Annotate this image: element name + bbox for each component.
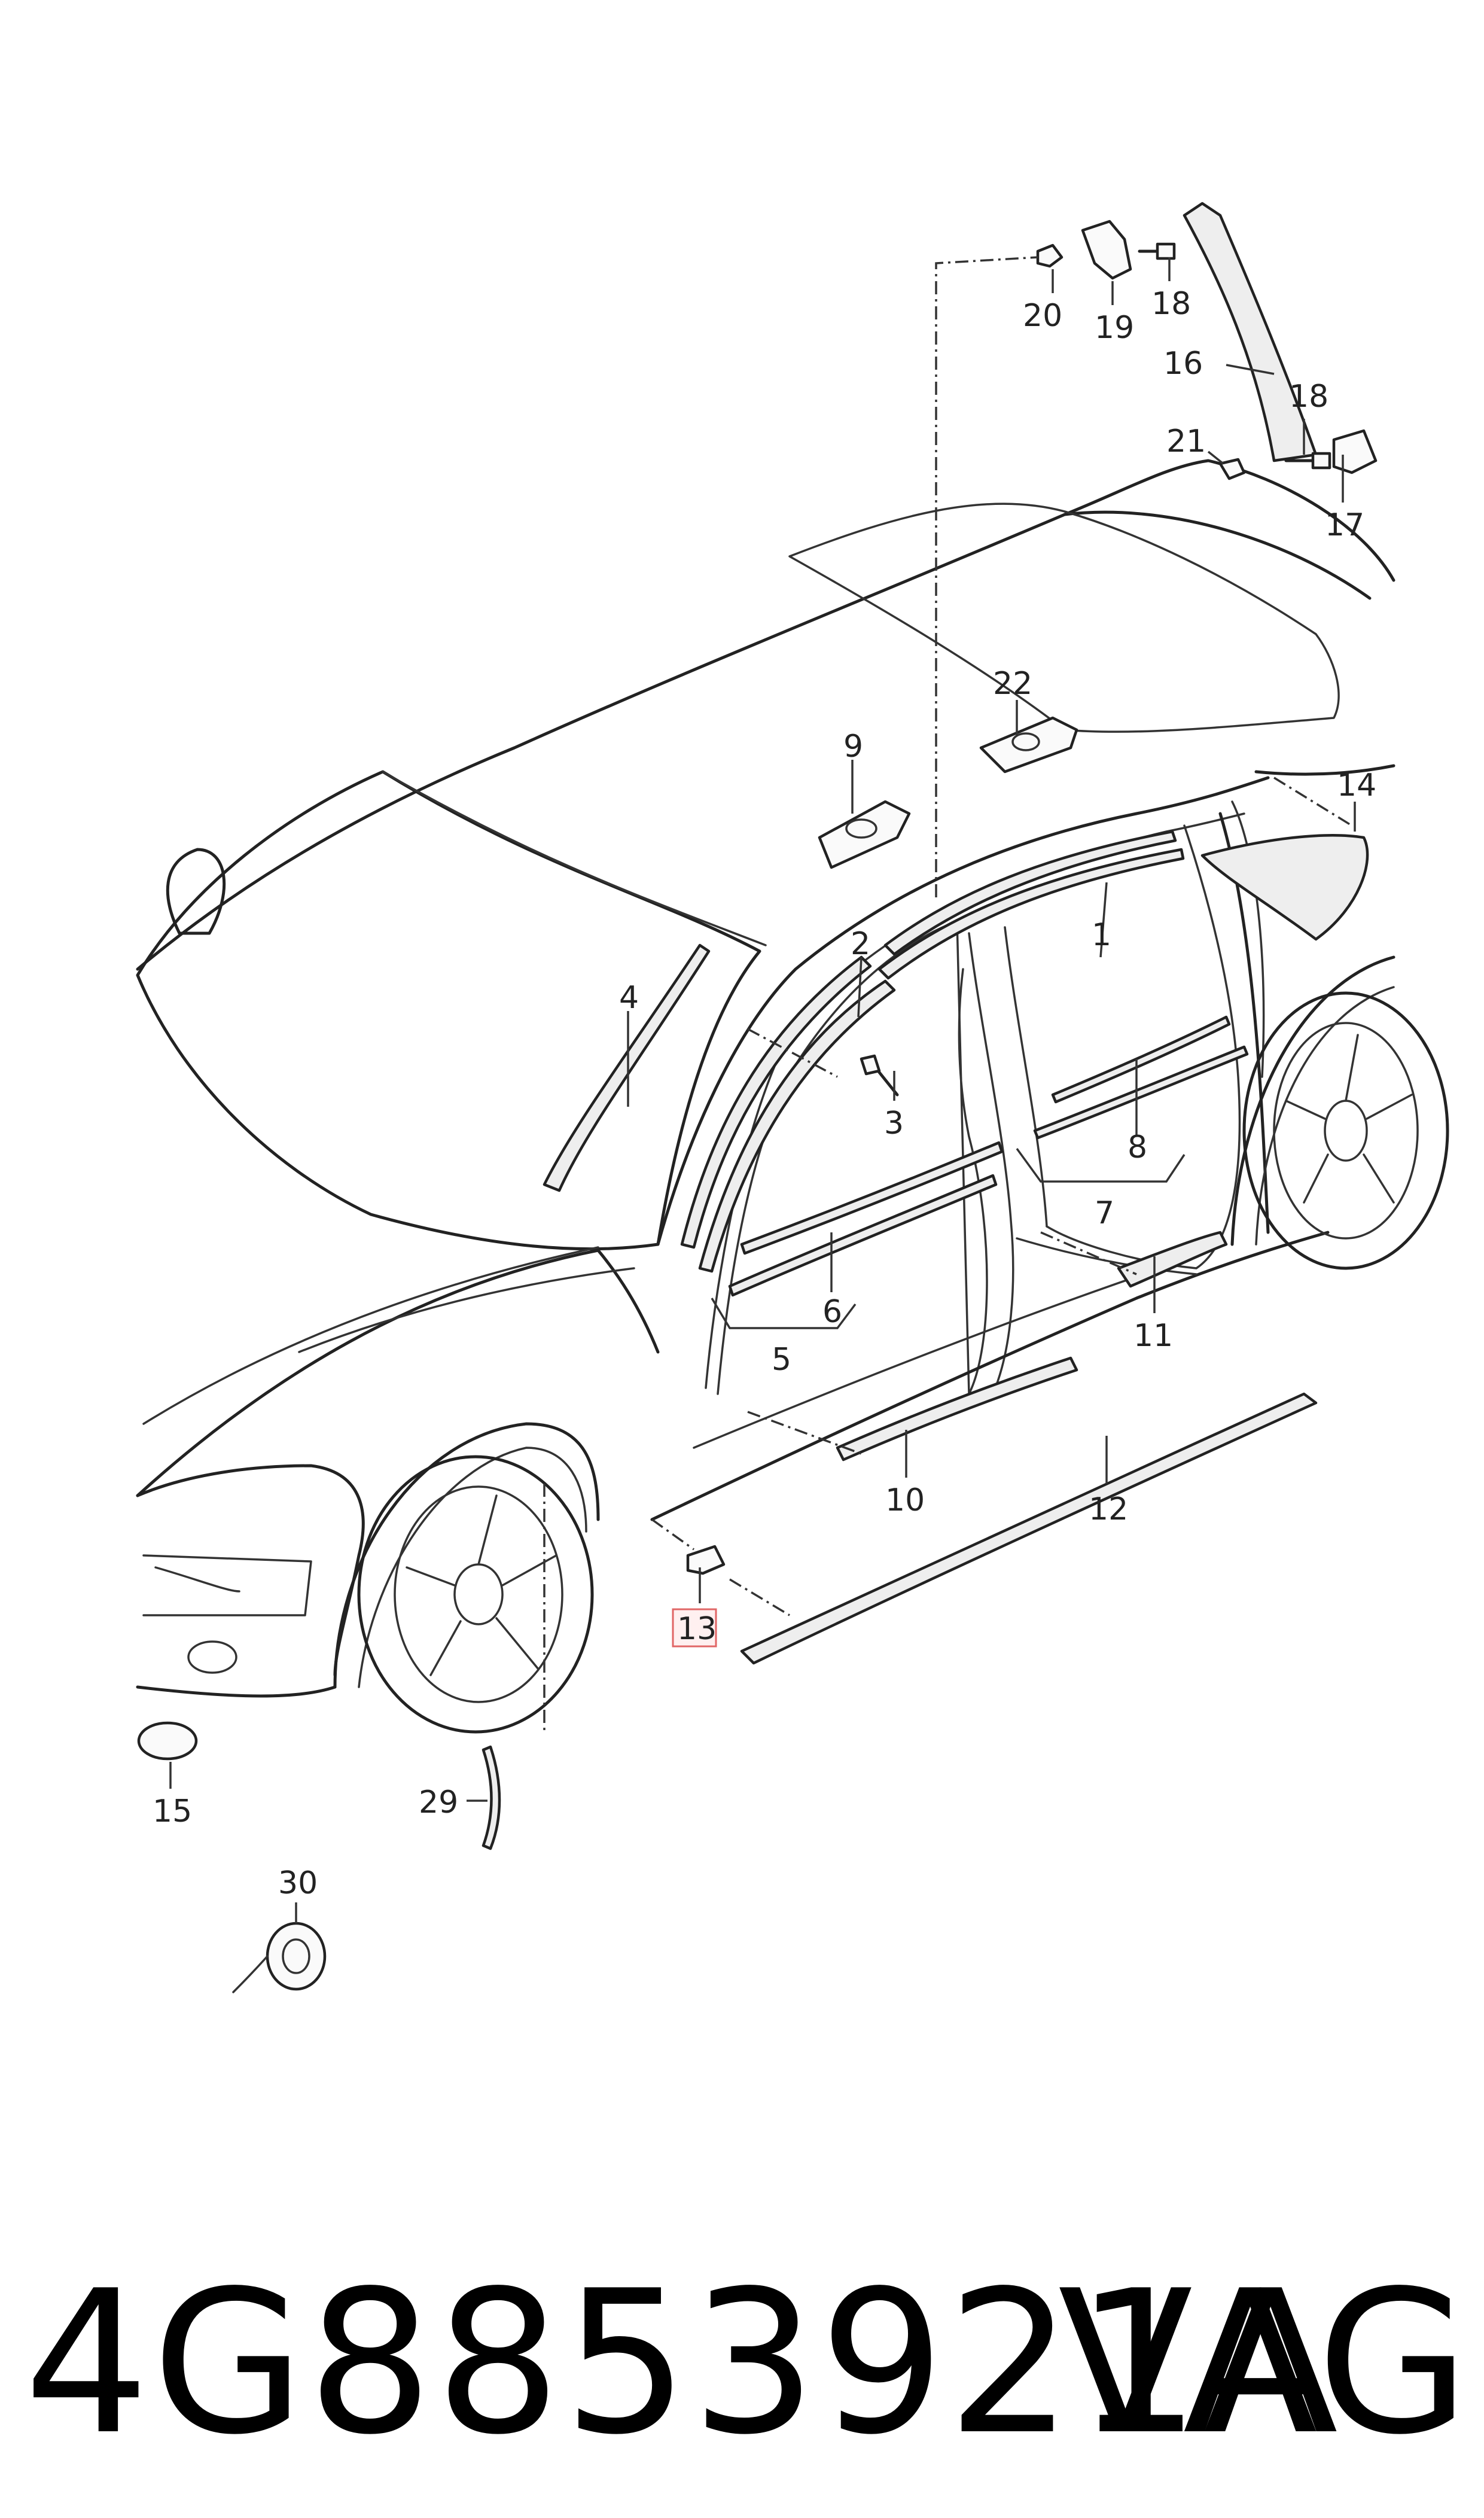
clip-17	[1332, 429, 1378, 474]
footer: 4G8853921A VAG	[0, 2231, 1484, 2495]
callout-29: 29	[419, 1785, 458, 1820]
window-trim-1	[883, 830, 1177, 956]
callout-9: 9	[843, 729, 863, 765]
callout-10: 10	[885, 1482, 925, 1518]
callout-22: 22	[993, 666, 1032, 702]
front-belt-trim-6	[740, 1141, 1004, 1255]
parts-diagram: 1 2 3 4 5 6 7 8 9 10 11 12 13 14 15 16 1…	[136, 202, 1449, 1993]
callout-30: 30	[278, 1865, 318, 1901]
callout-13-highlight	[672, 1608, 717, 1648]
callout-5: 5	[772, 1342, 791, 1378]
callouts: 1 2 3 4 5 6 7 8 9 10 11 12 13 14 15 16 1…	[153, 286, 1376, 1901]
callout-18-top: 18	[1151, 286, 1191, 322]
bracket-9	[818, 800, 911, 869]
cap-15	[137, 1721, 198, 1761]
callout-8: 8	[1128, 1129, 1147, 1165]
car-body-outline	[136, 459, 1449, 1734]
leader-lines	[169, 257, 1356, 1923]
screw-18-top	[1138, 242, 1176, 260]
callout-11: 11	[1133, 1318, 1173, 1354]
callout-7: 7	[1095, 1195, 1114, 1231]
screw-3	[860, 1054, 899, 1097]
screw-18-right	[1284, 452, 1331, 470]
bracket-19	[1081, 220, 1132, 280]
callout-13: 13	[677, 1611, 717, 1647]
callout-19: 19	[1095, 310, 1134, 346]
brand-label: VAG	[1058, 2248, 1472, 2478]
callout-21: 21	[1166, 424, 1206, 459]
callout-12: 12	[1089, 1491, 1128, 1527]
wheel-arch-trim-29	[482, 1745, 501, 1850]
windshield-trim-4	[543, 943, 711, 1192]
clip-21	[1218, 458, 1246, 480]
callout-17: 17	[1325, 507, 1364, 543]
clip-13	[686, 1545, 726, 1575]
part-number: 4G8853921A	[24, 2248, 1341, 2478]
tape-roll-30	[232, 1922, 327, 1993]
a-pillar-trim-2	[698, 979, 896, 1273]
rear-wheel	[1242, 991, 1449, 1270]
bracket-22	[979, 716, 1078, 774]
front-sill-plate-10	[836, 1356, 1078, 1462]
callout-3: 3	[884, 1106, 904, 1141]
rear-sill-plate-11	[1117, 1231, 1228, 1288]
callout-14: 14	[1337, 768, 1376, 803]
callout-6: 6	[822, 1294, 842, 1330]
callout-16: 16	[1163, 346, 1203, 382]
callout-2: 2	[851, 926, 870, 962]
c-pillar-trim	[1183, 202, 1318, 462]
assembly-lines	[543, 256, 1352, 1735]
quarter-window-trim	[1200, 834, 1369, 941]
rear-belt-trim-8	[1051, 1015, 1231, 1104]
callout-15: 15	[153, 1794, 192, 1829]
callout-4: 4	[619, 980, 639, 1016]
callout-18-right: 18	[1289, 379, 1328, 415]
callout-20: 20	[1023, 298, 1062, 334]
callout-1: 1	[1092, 917, 1111, 953]
clip-20	[1036, 243, 1064, 268]
front-wheel	[357, 1455, 594, 1734]
side-skirt-12	[740, 1392, 1318, 1665]
